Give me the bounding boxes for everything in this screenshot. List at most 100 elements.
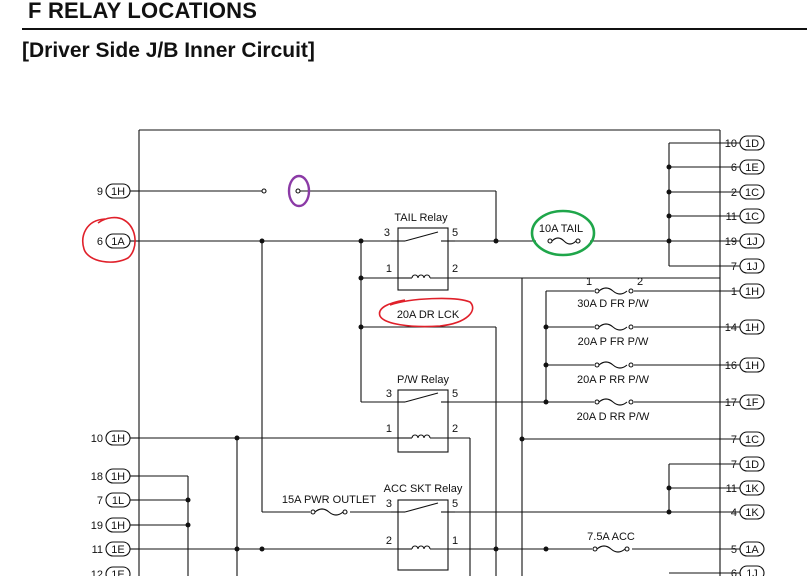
svg-text:1K: 1K	[745, 507, 759, 519]
svg-text:1H: 1H	[745, 322, 759, 334]
connector-right-17-1f: 17 1F	[725, 394, 765, 410]
connector-left-19-1h: 19 1H	[91, 517, 131, 533]
svg-text:19: 19	[725, 236, 737, 248]
svg-text:16: 16	[725, 360, 737, 372]
connector-left-12-1e: 12 1E	[91, 566, 131, 576]
svg-text:1: 1	[731, 286, 737, 298]
svg-text:1E: 1E	[745, 162, 758, 174]
svg-text:3: 3	[386, 498, 392, 510]
svg-text:11: 11	[92, 544, 103, 556]
pw-relay: P/W Relay 3 5 1 2	[386, 374, 458, 453]
svg-text:2: 2	[637, 276, 643, 288]
connector-left-7-1l: 7 1L	[97, 492, 131, 508]
fuse-20a-d-rr-pw: 20A D RR P/W	[577, 398, 650, 423]
svg-text:10: 10	[91, 433, 103, 445]
annotation-red-circle-6-1a	[82, 216, 136, 263]
connector-left-11-1e: 11 1E	[92, 541, 131, 557]
svg-text:2: 2	[731, 187, 737, 199]
svg-text:2: 2	[386, 535, 392, 547]
fuse-10a-tail: 10A TAIL	[536, 223, 590, 245]
svg-text:1H: 1H	[745, 286, 759, 298]
svg-text:1F: 1F	[746, 397, 759, 409]
connector-left-18-1h: 18 1H	[91, 468, 131, 484]
svg-text:1: 1	[452, 535, 458, 547]
svg-text:1E: 1E	[111, 544, 124, 556]
svg-text:17: 17	[725, 397, 737, 409]
svg-text:1J: 1J	[746, 568, 758, 576]
fuse-15a-pwr-outlet: 15A PWR OUTLET	[282, 494, 376, 516]
fuse-30a-d-fr-pw: 1 2 30A D FR P/W	[577, 276, 649, 310]
circuit-wiring	[130, 142, 740, 576]
annotation-red-circle-dr-lck	[378, 297, 474, 328]
svg-text:1H: 1H	[111, 471, 125, 483]
svg-text:5: 5	[452, 498, 458, 510]
svg-text:1C: 1C	[745, 211, 759, 223]
svg-text:6: 6	[731, 162, 737, 174]
svg-text:1J: 1J	[746, 261, 758, 273]
svg-text:11: 11	[726, 483, 737, 495]
svg-text:6: 6	[731, 568, 737, 576]
junction-block-outline	[138, 129, 721, 576]
svg-text:1: 1	[386, 263, 392, 275]
svg-text:5: 5	[452, 227, 458, 239]
svg-text:7: 7	[97, 495, 103, 507]
annotation-green-circle-10a-tail	[530, 209, 596, 257]
svg-text:15A PWR OUTLET: 15A PWR OUTLET	[282, 494, 376, 506]
svg-text:1: 1	[586, 276, 592, 288]
svg-text:1A: 1A	[111, 236, 125, 248]
svg-text:1E: 1E	[111, 569, 124, 576]
svg-text:2: 2	[452, 263, 458, 275]
title-divider	[22, 28, 807, 30]
svg-text:1A: 1A	[745, 544, 759, 556]
fuse-7-5a-acc: 7.5A ACC	[587, 531, 635, 553]
acc-skt-relay: ACC SKT Relay 3 5 2 1	[384, 483, 463, 571]
connector-right-6-1j: 6 1J	[731, 565, 765, 576]
svg-text:P/W Relay: P/W Relay	[397, 374, 449, 386]
left-connectors: 9 1H 6 1A 10 1H 18 1H 7 1L 19	[91, 183, 131, 576]
svg-text:7: 7	[731, 434, 737, 446]
svg-text:1H: 1H	[745, 360, 759, 372]
svg-text:19: 19	[91, 520, 103, 532]
svg-text:7: 7	[731, 459, 737, 471]
connector-right-6-1e: 6 1E	[731, 159, 765, 175]
svg-text:9: 9	[97, 186, 103, 198]
page-title: F RELAY LOCATIONS	[28, 0, 258, 23]
svg-text:TAIL Relay: TAIL Relay	[394, 212, 448, 224]
svg-text:1C: 1C	[745, 187, 759, 199]
svg-text:3: 3	[384, 227, 390, 239]
connector-left-6-1a: 6 1A	[97, 233, 131, 249]
annotation-purple-circle-contact	[287, 174, 311, 208]
svg-text:7.5A ACC: 7.5A ACC	[587, 531, 635, 543]
fuse-20a-p-rr-pw: 20A P RR P/W	[577, 361, 650, 386]
svg-text:1L: 1L	[112, 495, 124, 507]
svg-text:12: 12	[91, 569, 103, 576]
svg-text:30A D FR P/W: 30A D FR P/W	[577, 298, 649, 310]
svg-text:6: 6	[97, 236, 103, 248]
svg-text:14: 14	[725, 322, 737, 334]
svg-text:18: 18	[91, 471, 103, 483]
svg-text:1H: 1H	[111, 433, 125, 445]
svg-text:7: 7	[731, 261, 737, 273]
connector-left-10-1h: 10 1H	[91, 430, 131, 446]
svg-text:1D: 1D	[745, 138, 759, 150]
tail-relay: TAIL Relay 3 5 1 2	[384, 212, 458, 291]
svg-text:1: 1	[386, 423, 392, 435]
svg-text:2: 2	[452, 423, 458, 435]
svg-text:20A P FR P/W: 20A P FR P/W	[578, 336, 649, 348]
diagram-subtitle: [Driver Side J/B Inner Circuit]	[22, 39, 315, 62]
svg-text:1H: 1H	[111, 186, 125, 198]
svg-text:20A DR LCK: 20A DR LCK	[397, 309, 460, 321]
svg-text:ACC SKT Relay: ACC SKT Relay	[384, 483, 463, 495]
svg-text:1D: 1D	[745, 459, 759, 471]
svg-text:3: 3	[386, 388, 392, 400]
svg-text:1J: 1J	[746, 236, 758, 248]
fuse-20a-p-fr-pw: 20A P FR P/W	[578, 323, 649, 348]
svg-text:1C: 1C	[745, 434, 759, 446]
svg-text:20A P RR P/W: 20A P RR P/W	[577, 374, 650, 386]
svg-text:5: 5	[731, 544, 737, 556]
svg-text:20A D RR P/W: 20A D RR P/W	[577, 411, 650, 423]
svg-text:4: 4	[731, 507, 737, 519]
connector-left-9-1h: 9 1H	[97, 183, 131, 199]
